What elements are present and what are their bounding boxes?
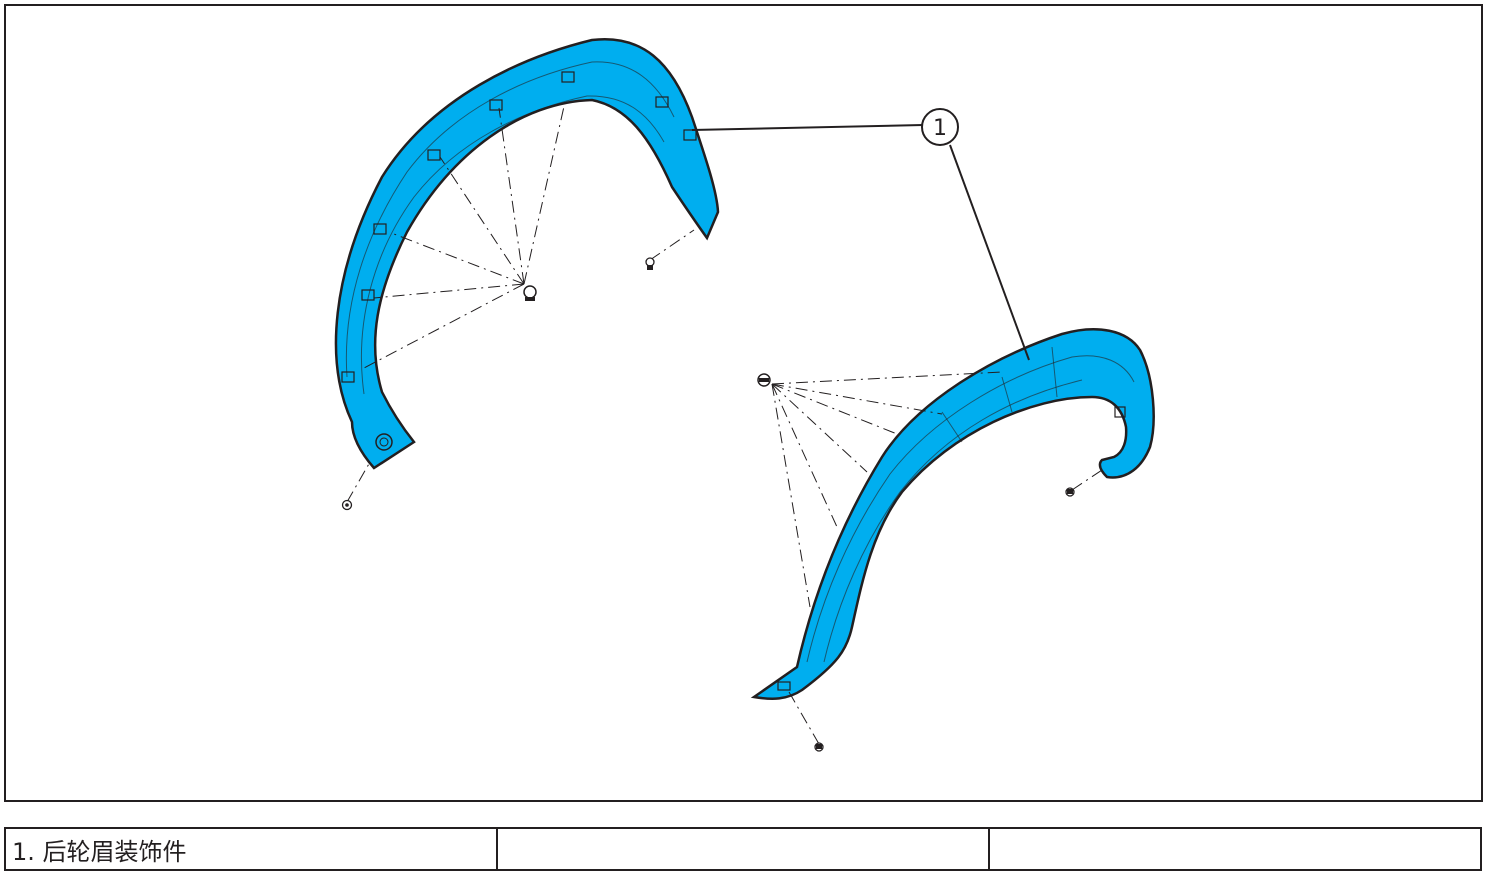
clip-boss <box>561 71 575 83</box>
callout-1: 1 <box>691 108 1030 361</box>
clip-boss <box>489 99 503 111</box>
callout-leader <box>949 144 1030 361</box>
legend-cell <box>496 827 990 871</box>
screw-fastener <box>645 257 655 270</box>
legend-table: 1. 后轮眉装饰件 <box>4 827 1482 871</box>
push-clip-fastener <box>523 285 537 301</box>
callout-circle <box>921 108 959 146</box>
clip-boss <box>427 149 441 161</box>
screw-fastener <box>814 742 824 752</box>
diagram-canvas: 1 <box>334 37 1155 752</box>
right-flare-body <box>750 328 1155 700</box>
clip-boss <box>683 129 697 141</box>
callout-leader <box>691 124 924 131</box>
left-flare-body <box>334 37 720 470</box>
legend-cell: 1. 后轮眉装饰件 <box>4 827 498 871</box>
clip-boss <box>777 681 791 691</box>
right-wheel-flare <box>750 328 1155 700</box>
legend-row: 1. 后轮眉装饰件 <box>4 827 1482 871</box>
exploded-view-diagram: 1 <box>4 4 1483 802</box>
screw-fastener <box>1065 487 1075 497</box>
screw-boss <box>375 433 393 451</box>
clip-boss <box>341 371 355 383</box>
screw-fastener <box>341 499 353 511</box>
clip-boss <box>373 223 387 235</box>
clip-boss <box>1114 406 1126 418</box>
legend-cell <box>988 827 1482 871</box>
right-clip-leaders <box>771 371 1106 745</box>
clip-boss <box>361 289 375 301</box>
push-clip-fastener <box>757 373 771 387</box>
left-wheel-flare <box>334 37 720 470</box>
clip-boss <box>655 96 669 108</box>
left-clip-leaders <box>346 101 695 503</box>
callout-number: 1 <box>933 116 947 141</box>
